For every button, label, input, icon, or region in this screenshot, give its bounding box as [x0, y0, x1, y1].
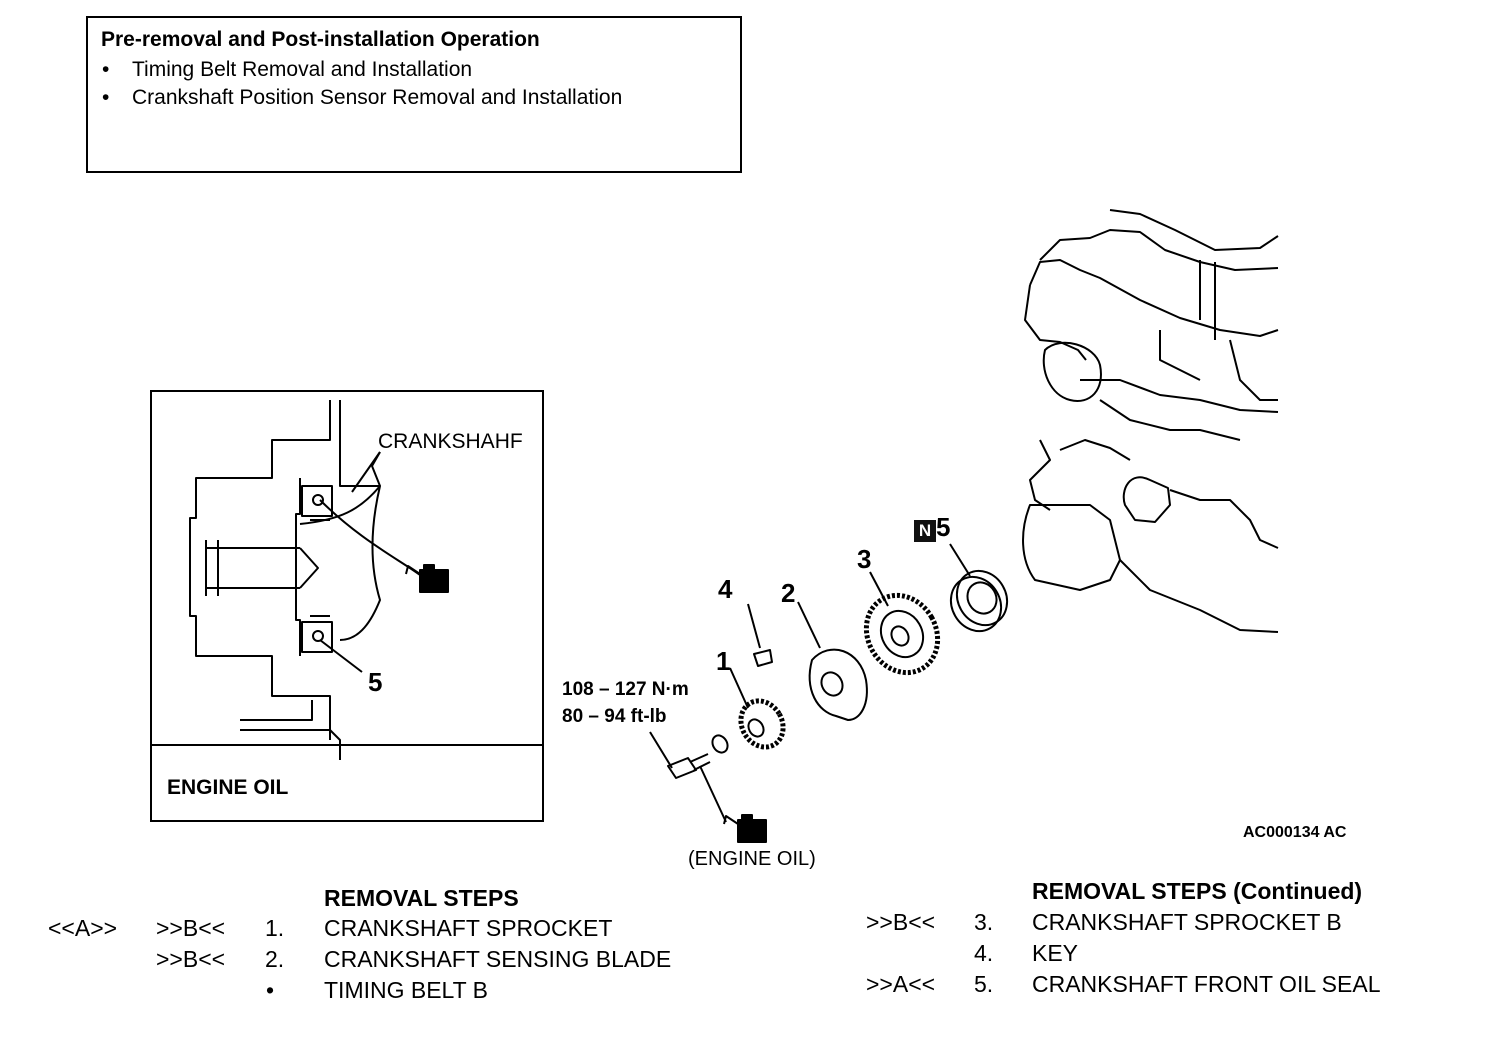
step-name: CRANKSHAFT SPROCKET — [324, 915, 613, 941]
step-number: 2. — [265, 946, 285, 972]
step-name: CRANKSHAFT SPROCKET B — [1032, 909, 1342, 935]
step-name: TIMING BELT B — [324, 977, 489, 1003]
step-number: 3. — [974, 909, 994, 935]
oil-can-icon — [405, 564, 449, 593]
callout-3: 3 — [857, 544, 872, 574]
engine-block — [1022, 209, 1279, 633]
removal-steps-continued-heading: REMOVAL STEPS (Continued) — [1032, 878, 1363, 904]
bullet-icon: • — [102, 58, 110, 81]
inset-divider — [152, 744, 542, 746]
inset-callout-5: 5 — [368, 667, 383, 697]
torque-nm: 108 – 127 N·m — [562, 679, 689, 700]
step-tag-b: >>B<< — [156, 946, 226, 972]
callout-1: 1 — [716, 646, 731, 676]
key — [753, 649, 773, 667]
front-oil-seal — [949, 569, 1009, 633]
crankshaft-label: CRANKSHAHF — [378, 430, 523, 453]
pre-removal-title: Pre-removal and Post-installation Operat… — [101, 28, 540, 51]
pre-removal-item: •Timing Belt Removal and Installation — [102, 58, 473, 81]
inset-detail-box: ENGINE OIL — [150, 390, 544, 822]
bullet-icon: • — [102, 86, 110, 109]
oil-can-icon — [723, 814, 767, 843]
step-number: 5. — [974, 971, 994, 997]
inset-crankshaft-section — [189, 400, 449, 760]
step-number: 4. — [974, 940, 994, 966]
step-bullet: • — [266, 977, 275, 1003]
engine-oil-label: (ENGINE OIL) — [688, 848, 816, 870]
step-tag-b: >>B<< — [156, 915, 226, 941]
crankshaft-sprocket-b — [863, 592, 941, 676]
step-name: CRANKSHAFT FRONT OIL SEAL — [1032, 971, 1381, 997]
crankshaft-bolt — [667, 753, 711, 779]
torque-ftlb: 80 – 94 ft-lb — [562, 706, 667, 727]
crankshaft-sprocket — [738, 698, 786, 750]
step-tag-a: <<A>> — [48, 915, 118, 941]
pre-removal-item: •Crankshaft Position Sensor Removal and … — [102, 86, 623, 109]
washer — [711, 734, 729, 754]
step-tag-b: >>B<< — [866, 909, 936, 935]
callout-2: 2 — [781, 578, 796, 608]
sensing-blade — [808, 648, 868, 721]
removal-steps-heading: REMOVAL STEPS — [324, 885, 519, 911]
step-name: CRANKSHAFT SENSING BLADE — [324, 946, 672, 972]
step-name: KEY — [1032, 940, 1079, 966]
step-tag-a: >>A<< — [866, 971, 936, 997]
step-number: 1. — [265, 915, 285, 941]
inset-caption: ENGINE OIL — [167, 776, 289, 799]
figure-code: AC000134 AC — [1243, 824, 1347, 841]
pre-removal-box: Pre-removal and Post-installation Operat… — [86, 16, 742, 173]
new-part-icon: N — [914, 520, 936, 542]
callout-4: 4 — [718, 574, 733, 604]
